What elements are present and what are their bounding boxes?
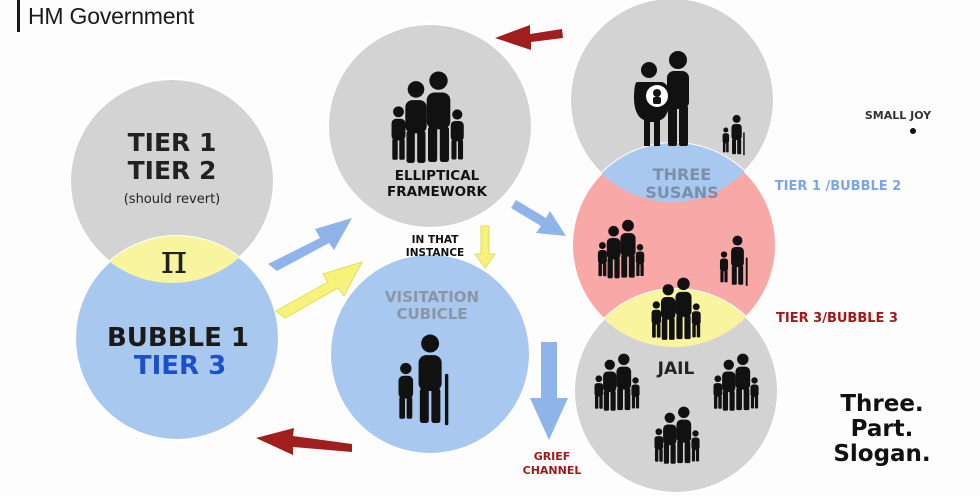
small-joy-label: SMALL JOY [865,109,932,122]
left-venn: TIER 1 TIER 2 (should revert) π BUBBLE 1… [69,78,280,441]
instance-label: INSTANCE [406,247,464,259]
small-joy-dot [910,128,916,134]
bubble1-label: BUBBLE 1 [107,323,249,353]
slogan-line-1: Three. [840,391,924,417]
slogan-line-3: Slogan. [833,441,931,467]
framework-label: FRAMEWORK [387,184,487,200]
jail-label: JAIL [657,359,695,379]
tier3-bubble3-label: TIER 3/BUBBLE 3 [776,311,898,326]
yellow-arrow-down [474,225,496,269]
visitation-label: VISITATION [385,288,479,306]
blue-arrow-right [511,200,566,236]
slogan: Three. Part. Slogan. [822,392,942,467]
tier2-label: TIER 2 [128,156,217,185]
pi-symbol: π [161,237,187,283]
hm-government-header: HM Government [28,3,195,29]
header-rule [17,0,20,32]
red-arrow-top [495,25,563,50]
blue-arrow-left [268,218,352,271]
slogan-line-2: Part. [850,416,914,442]
yellow-arrow-left [275,261,364,319]
elliptical-framework-circle: ELLIPTICAL FRAMEWORK [327,23,533,229]
tier1-label: TIER 1 [128,128,217,157]
should-revert-note: (should revert) [124,192,221,207]
red-arrow-bottom [256,428,352,455]
channel-label: CHANNEL [523,464,582,477]
elliptical-label: ELLIPTICAL [395,168,480,184]
susans-label: SUSANS [645,183,718,202]
in-that-label: IN THAT [412,234,460,246]
tier1-bubble2-label: TIER 1 /BUBBLE 2 [775,179,901,194]
three-label: THREE [653,165,711,184]
blue-arrow-down [530,342,568,440]
cubicle-label: CUBICLE [396,305,467,323]
pregnant-couple-icon [634,51,689,146]
visitation-cubicle-circle: VISITATION CUBICLE [329,253,531,455]
tier3-label: TIER 3 [134,351,226,381]
right-venn: THREE SUSANS JAIL [569,0,779,494]
grief-label: GRIEF [534,450,571,463]
